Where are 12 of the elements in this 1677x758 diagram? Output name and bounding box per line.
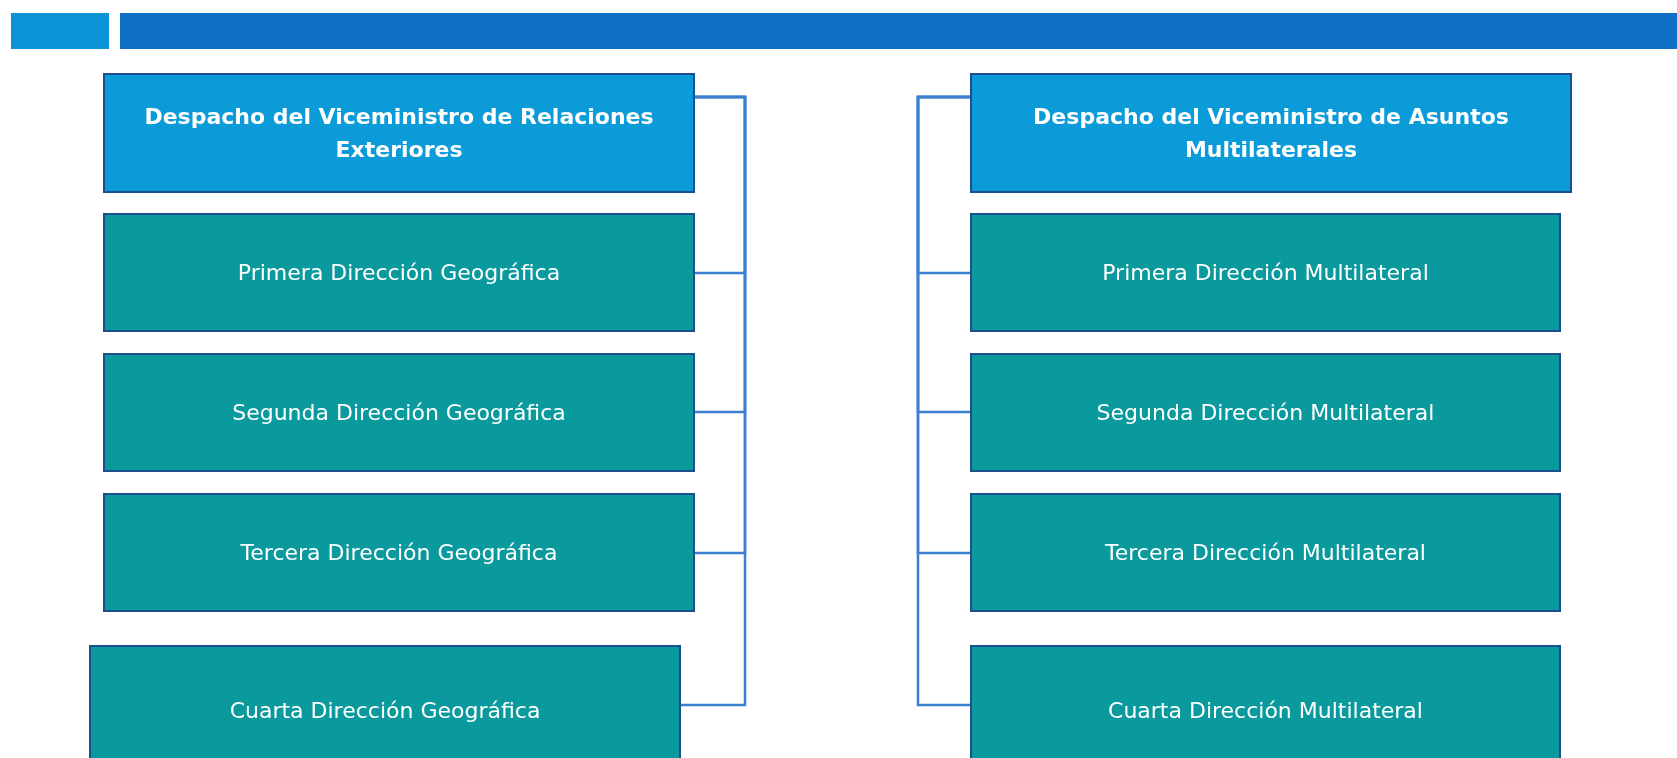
department-box: Primera Dirección Multilateral <box>970 213 1561 332</box>
department-box: Cuarta Dirección Multilateral <box>970 645 1561 758</box>
office-box: Despacho del Viceministro de Relaciones Exteriores <box>103 73 695 193</box>
office-box: Despacho del Viceministro de Asuntos Multilaterales <box>970 73 1572 193</box>
department-box: Cuarta Dirección Geográfica <box>89 645 681 758</box>
connector-line <box>916 95 970 707</box>
department-box: Segunda Dirección Geográfica <box>103 353 695 472</box>
department-box: Tercera Dirección Geográfica <box>103 493 695 612</box>
connector-line <box>681 95 747 707</box>
department-box: Tercera Dirección Multilateral <box>970 493 1561 612</box>
department-box: Segunda Dirección Multilateral <box>970 353 1561 472</box>
department-box: Primera Dirección Geográfica <box>103 213 695 332</box>
